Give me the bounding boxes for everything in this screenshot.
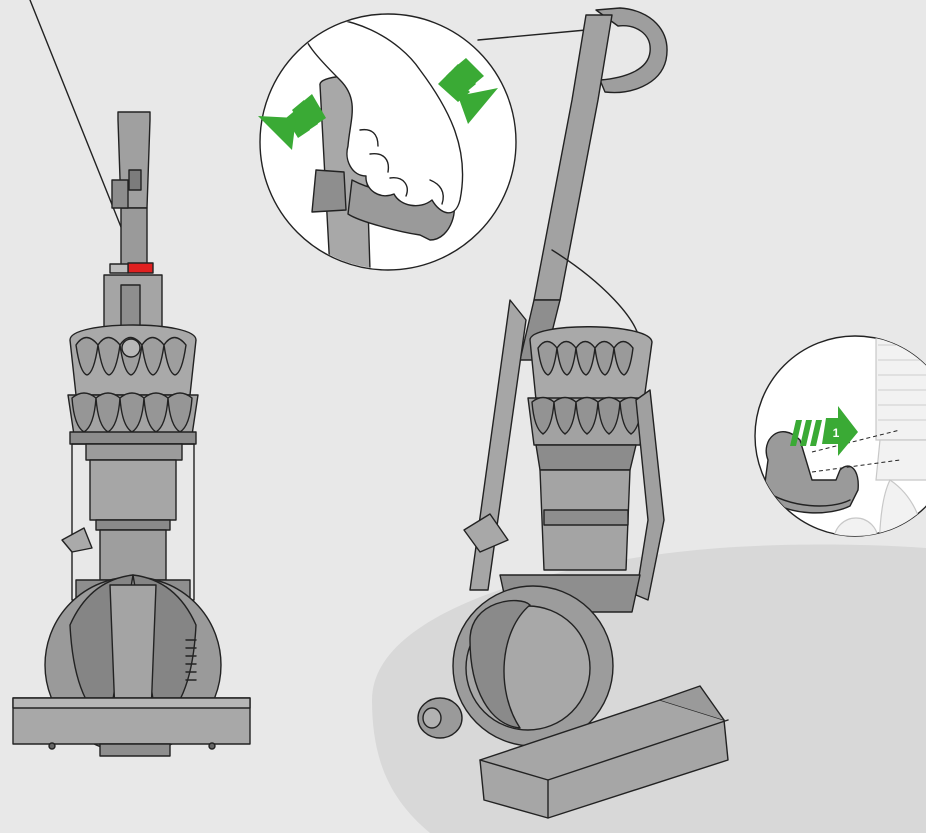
- step-number-badge: 1: [833, 426, 840, 440]
- magnifier-handle-release: [258, 14, 516, 270]
- magnifier-tool-clip: 1: [755, 330, 926, 580]
- vacuum-front-view: [13, 112, 250, 756]
- release-catch-red: [128, 263, 153, 273]
- wand-angled: [534, 15, 612, 300]
- leader-line-handle: [478, 30, 586, 40]
